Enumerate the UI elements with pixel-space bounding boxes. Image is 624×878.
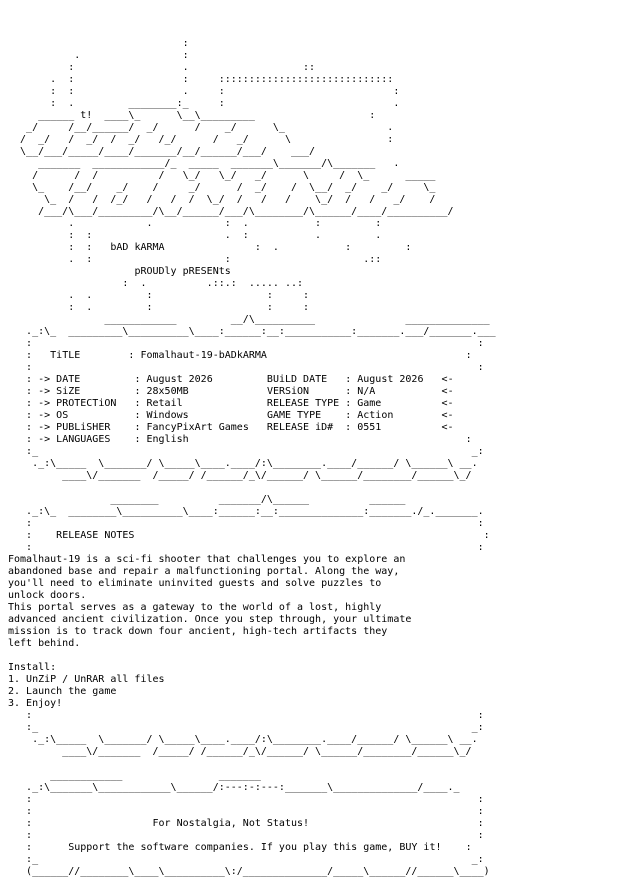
release-notes-heading: RELEASE NOTES [56, 530, 135, 541]
info-box-bottom-border: :_ _: ._:\_____ \_______/ \_____\____.__… [26, 446, 484, 481]
size-value: 28x50MB [146, 386, 189, 397]
footer-box-bottom-border: :_ _: (______//________\____\__________\… [26, 854, 490, 877]
release-notes-body: Fomalhaut-19 is a sci-fi shooter that ch… [8, 554, 412, 649]
footer-support: Support the software companies. If you p… [68, 842, 442, 853]
presents-text: pROUDly pRESENts [134, 266, 231, 277]
info-box-top-border: ____________ __/\__________ ____________… [26, 314, 496, 349]
footer-box-top-border: ____________ _______ ._:\_______\_______… [26, 770, 484, 805]
date-value: August 2026 [146, 374, 213, 385]
languages-value: English [146, 434, 189, 445]
nfo-text: : . : : . :: . : : :::::::::::::::::::::… [8, 38, 496, 877]
group-name: bAD kARMA [110, 242, 165, 253]
footer-motto: For Nostalgia, Not Status! [152, 818, 310, 829]
logo-tail: : . .::.: ..... ..: . . : : : : . : : : [68, 278, 310, 313]
notes-box-top-border: ________ _______/\______ ______ ._:\_ __… [26, 494, 484, 529]
install-heading: Install: [8, 662, 57, 673]
protection-value: Retail [146, 398, 183, 409]
version-value: N/A [357, 386, 376, 397]
build-date-value: August 2026 [357, 374, 424, 385]
title-value: Fomalhaut-19-bADkARMA [140, 350, 267, 361]
release-id-value: 0551 [357, 422, 382, 433]
os-value: Windows [146, 410, 189, 421]
game-type-value: Action [357, 410, 394, 421]
publisher-value: FancyPixArt Games [146, 422, 249, 433]
release-type-value: Game [357, 398, 382, 409]
ascii-logo: : . : : . :: . : : :::::::::::::::::::::… [20, 38, 454, 241]
install-steps: 1. UnZiP / UnRAR all files 2. Launch the… [8, 674, 165, 709]
notes-box-bottom-border: :_ _: ._:\_____ \_______/ \_____\____.__… [26, 722, 484, 757]
